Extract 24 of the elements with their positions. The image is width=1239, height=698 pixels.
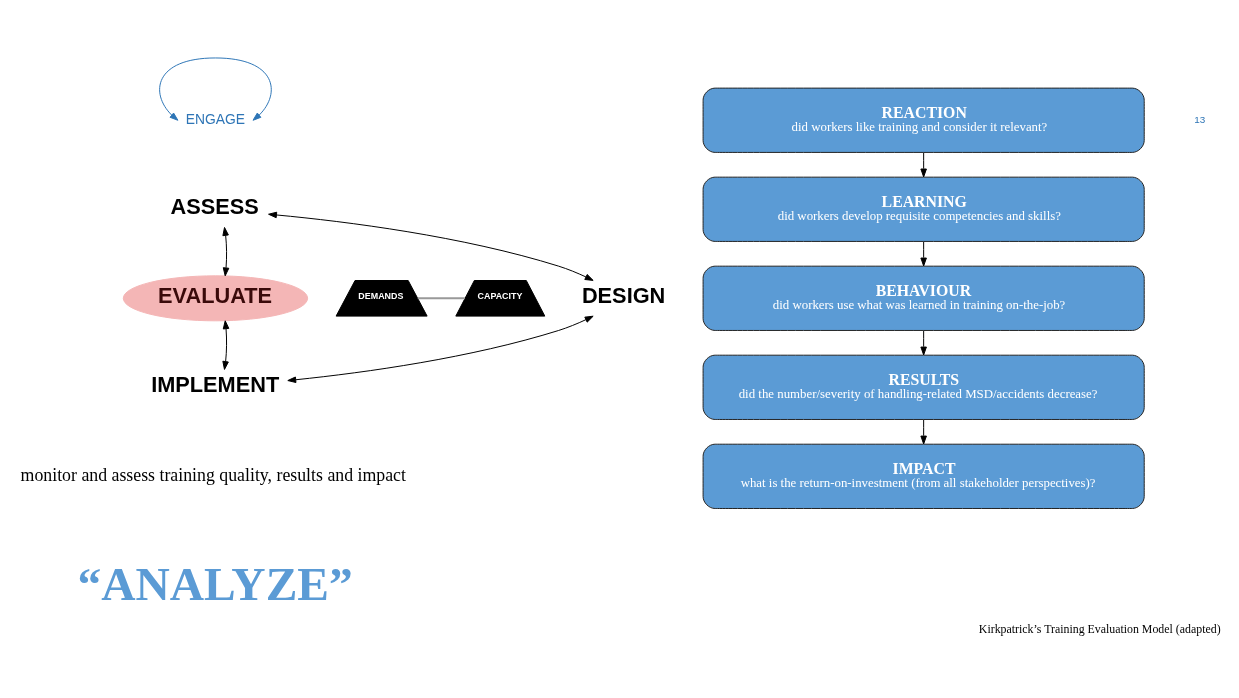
- arrow: [287, 315, 594, 383]
- node-box: IMPACT what is the return-on-investment (from all stakeholder perspectives)?: [702, 443, 1145, 509]
- arrow: [920, 241, 927, 267]
- arrow: [222, 320, 230, 370]
- arrow: [920, 419, 927, 445]
- node-box: LEARNING did workers develop requisite competencies and skills?: [702, 176, 1145, 242]
- node-text: IMPLEMENT: [151, 371, 280, 397]
- arrow: [222, 227, 230, 277]
- caption: Kirkpatrick’s Training Evaluation Model (adapted): [978, 621, 1221, 636]
- label: monitor and assess training quality, results and impact: [20, 464, 406, 485]
- node-text: ENGAGE: [185, 110, 245, 127]
- arrow: [159, 57, 272, 121]
- arrow: [268, 211, 594, 281]
- node-box: REACTION did workers like training and consider it relevant?: [702, 87, 1145, 153]
- node-text: DESIGN: [581, 282, 666, 308]
- label: “ANALYZE”: [77, 557, 353, 610]
- node-text: ASSESS: [170, 193, 259, 219]
- node-ellipse: EVALUATE: [122, 275, 309, 322]
- connector: [416, 297, 466, 300]
- label: 13: [1194, 113, 1206, 125]
- arrow: [920, 152, 927, 178]
- arrow: [920, 330, 927, 356]
- node-box: RESULTS did the number/severity of handling-related MSD/accidents decrease?: [702, 354, 1145, 420]
- node-box: BEHAVIOUR did workers use what was learned in training on-the-job?: [702, 265, 1145, 331]
